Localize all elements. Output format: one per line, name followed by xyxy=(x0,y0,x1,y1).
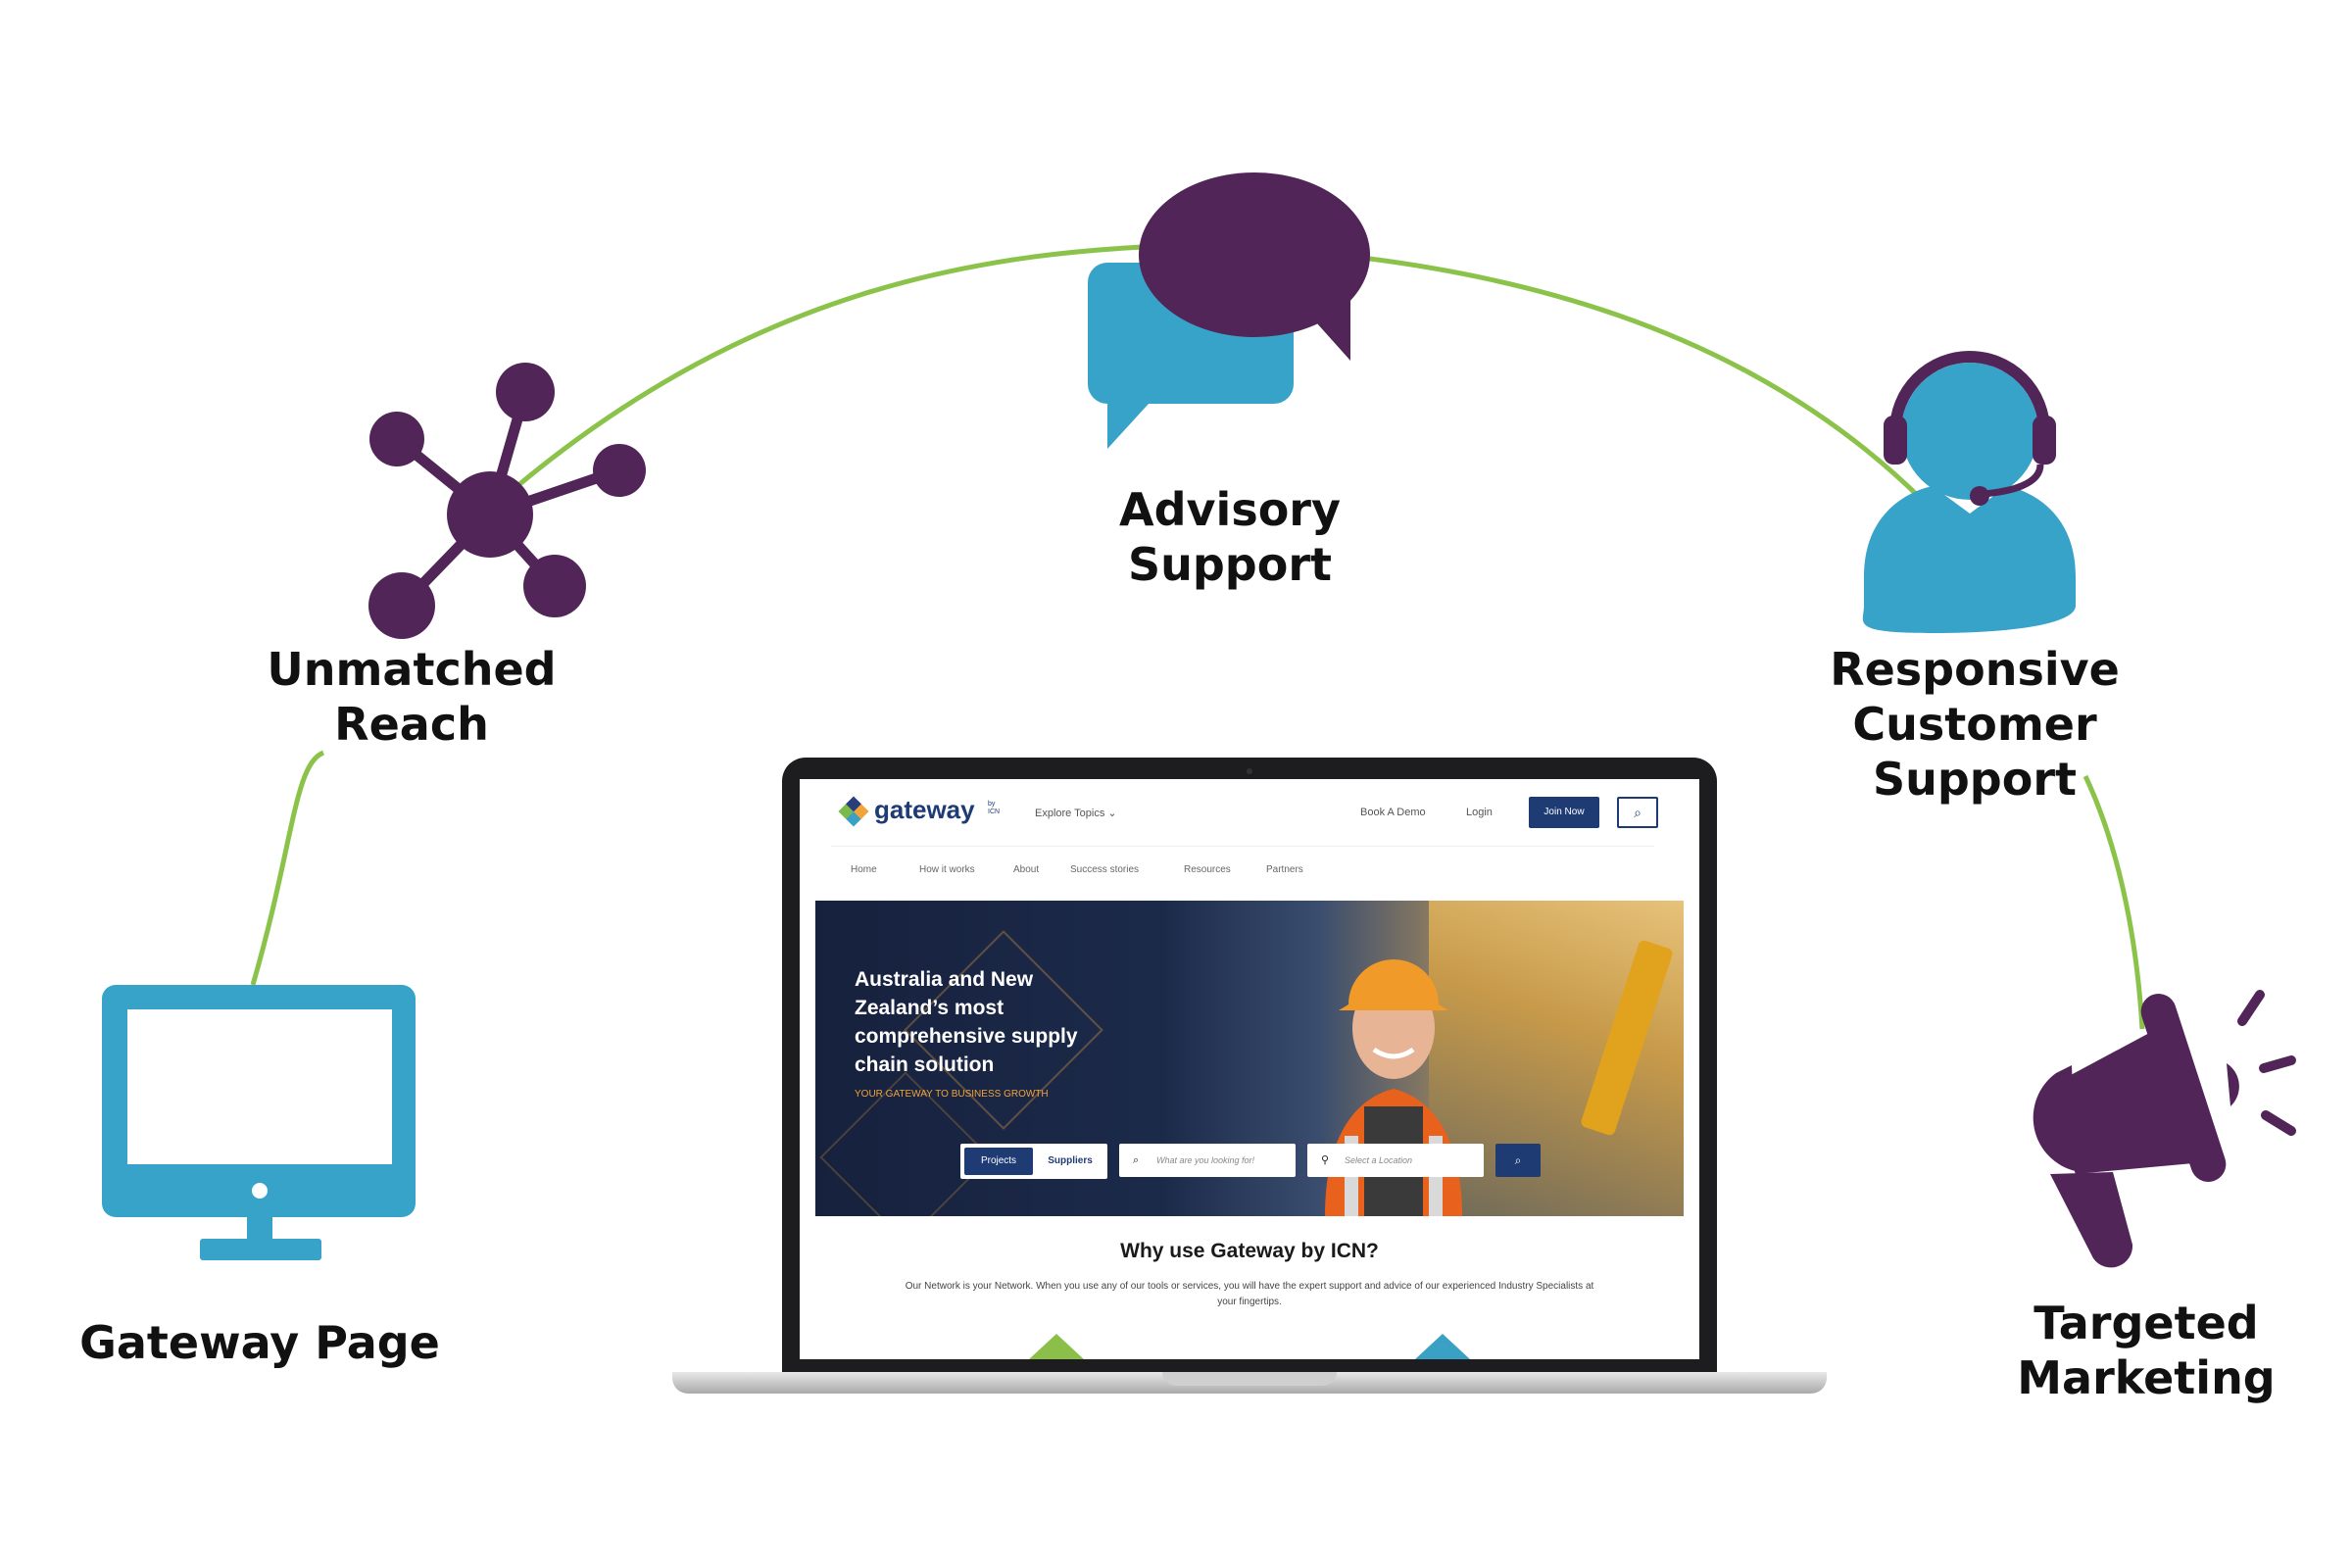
hero-title: Australia and New Zealand’s most compreh… xyxy=(855,968,1078,1076)
search-icon[interactable]: ⌕ xyxy=(1617,797,1658,828)
laptop-camera xyxy=(1247,768,1252,774)
laptop-screen: gateway by ICN Explore Topics ⌄ Book A D… xyxy=(800,779,1699,1359)
why-heading: Why use Gateway by ICN? xyxy=(1120,1240,1379,1262)
hero-banner: Australia and New Zealand’s most compreh… xyxy=(815,901,1684,1216)
login-link[interactable]: Login xyxy=(1466,807,1493,818)
location-pin-icon: ⚲ xyxy=(1321,1154,1330,1166)
hero-tagline: YOUR GATEWAY TO BUSINESS GROWTH xyxy=(855,1089,1049,1100)
label-responsive-customer-support: Responsive Customer Support xyxy=(1830,643,2120,806)
laptop-notch xyxy=(1162,1372,1337,1386)
label-advisory-support: Advisory Support xyxy=(1119,483,1341,591)
gateway-logo-icon xyxy=(838,796,869,827)
hero-search-button[interactable]: ⌕ xyxy=(1495,1144,1541,1177)
blue-shape-icon xyxy=(1415,1334,1470,1359)
menu-item-about[interactable]: About xyxy=(1013,864,1040,875)
keyword-search-input[interactable]: ⌕ What are you looking for! xyxy=(1119,1144,1296,1177)
green-shape-icon xyxy=(1029,1334,1084,1359)
keyword-search-placeholder: What are you looking for! xyxy=(1156,1155,1255,1165)
book-demo-link[interactable]: Book A Demo xyxy=(1360,807,1426,818)
logo-subtitle: by ICN xyxy=(988,801,1001,815)
search-icon: ⌕ xyxy=(1133,1154,1140,1166)
tab-suppliers[interactable]: Suppliers xyxy=(1048,1155,1093,1166)
search-type-tabs: Projects Suppliers xyxy=(960,1144,1107,1179)
site-logo[interactable]: gateway xyxy=(874,795,975,824)
arc-right-segment xyxy=(2082,774,2145,1030)
search-icon: ⌕ xyxy=(1514,1153,1522,1167)
menu-item-resources[interactable]: Resources xyxy=(1184,864,1231,875)
tab-projects[interactable]: Projects xyxy=(964,1148,1033,1175)
location-placeholder: Select a Location xyxy=(1345,1155,1413,1165)
label-targeted-marketing: Targeted Marketing xyxy=(2017,1297,2276,1404)
location-select[interactable]: ⚲ Select a Location xyxy=(1307,1144,1484,1177)
explore-topics-dropdown[interactable]: Explore Topics ⌄ xyxy=(1035,808,1117,819)
join-now-button[interactable]: Join Now xyxy=(1529,797,1599,828)
menu-item-how-it-works[interactable]: How it works xyxy=(919,864,975,875)
label-unmatched-reach: Unmatched Reach xyxy=(267,643,557,751)
why-description: Our Network is your Network. When you us… xyxy=(905,1281,1594,1307)
menu-item-success-stories[interactable]: Success stories xyxy=(1070,864,1140,875)
menu-item-partners[interactable]: Partners xyxy=(1266,864,1303,875)
laptop-frame: gateway by ICN Explore Topics ⌄ Book A D… xyxy=(782,758,1717,1381)
label-gateway-page: Gateway Page xyxy=(79,1316,440,1369)
arc-left-segment xyxy=(250,750,325,986)
menu-item-home[interactable]: Home xyxy=(851,864,877,875)
site-menu: Home How it works About Success stories … xyxy=(831,846,1654,894)
site-header: gateway by ICN Explore Topics ⌄ Book A D… xyxy=(800,779,1699,844)
